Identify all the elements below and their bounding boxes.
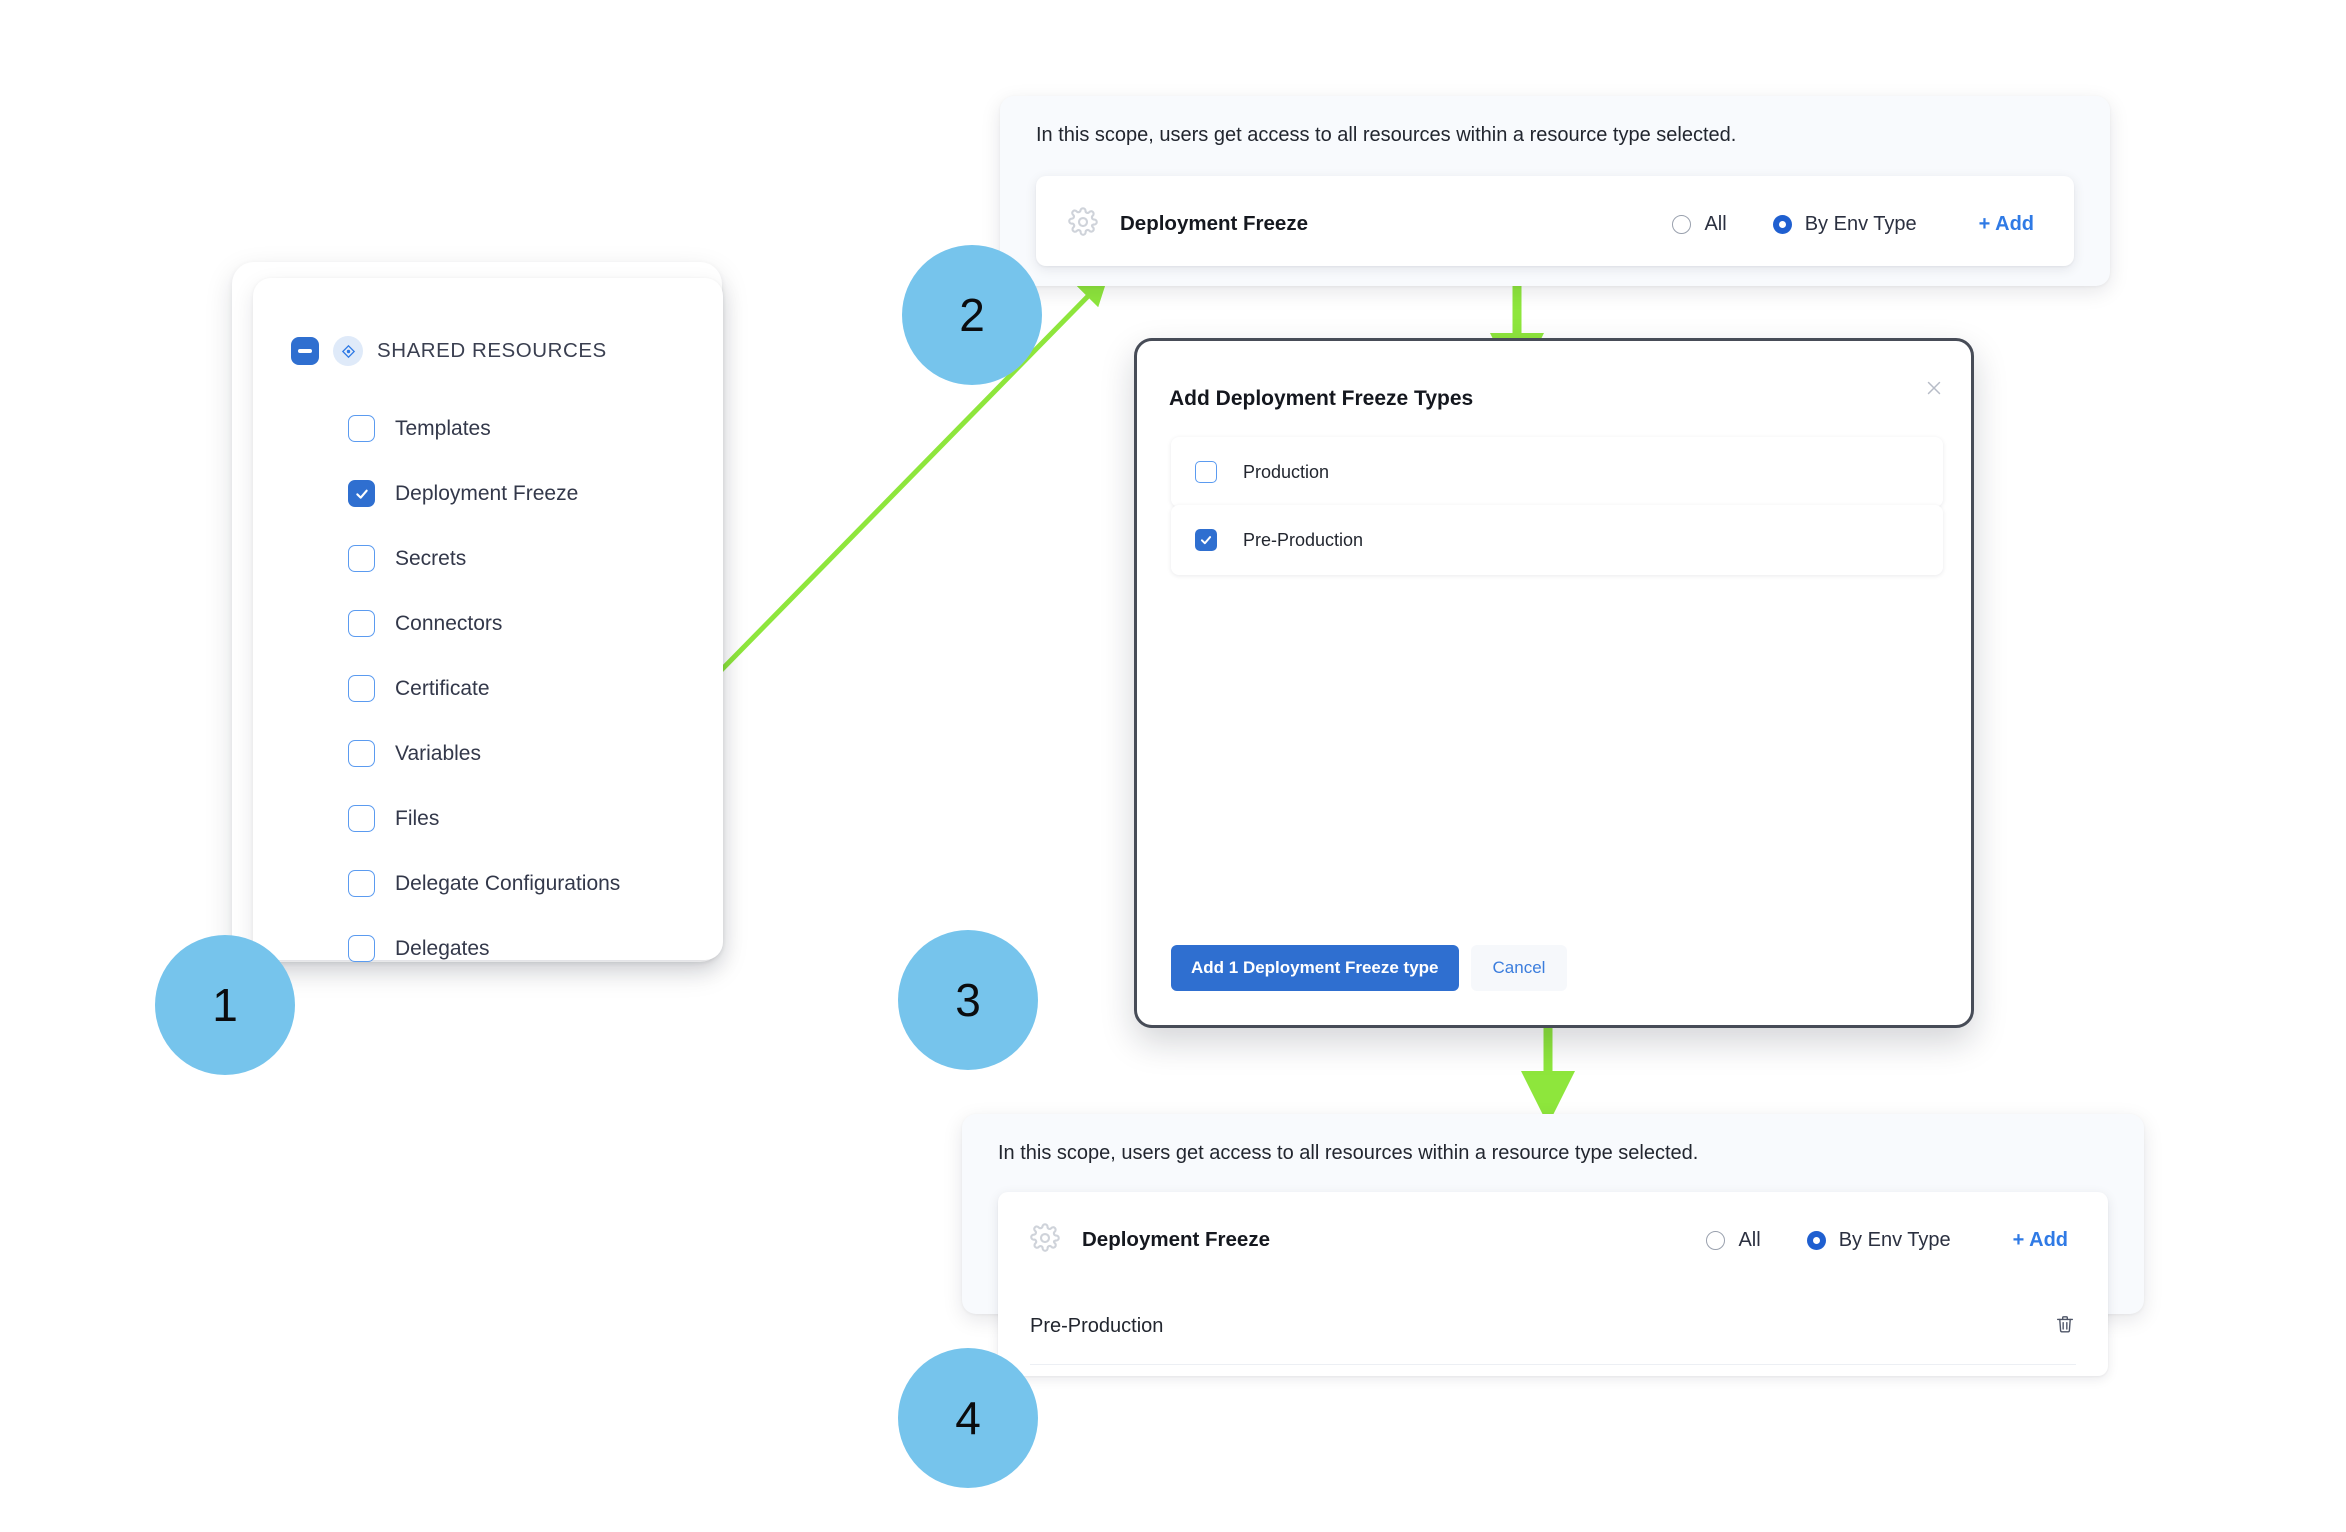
add-button[interactable]: + Add — [1978, 212, 2034, 235]
radio-option-all[interactable]: All — [1672, 212, 1727, 236]
add-deployment-freeze-type-button[interactable]: Add 1 Deployment Freeze type — [1171, 945, 1459, 991]
radio-all-icon[interactable] — [1706, 1230, 1726, 1250]
resource-item-delegates[interactable]: Delegates — [253, 916, 723, 981]
scope-controls: All By Env Type + Add — [1660, 1229, 2068, 1252]
gear-icon — [1030, 1222, 1060, 1258]
step-badge-4: 4 — [898, 1348, 1038, 1488]
scope-resource-row: Deployment Freeze All By Env Type + Add — [998, 1192, 2108, 1288]
step-badge-2: 2 — [902, 245, 1042, 385]
resource-label: Delegates — [395, 936, 490, 960]
checkbox-production[interactable] — [1195, 461, 1217, 483]
shared-resources-header[interactable]: SHARED RESOURCES — [291, 336, 607, 366]
scope-resource-card: Deployment Freeze All By Env Type + Add … — [998, 1192, 2108, 1376]
selected-env-type-label: Pre-Production — [1030, 1314, 1164, 1337]
resource-type-list: Templates Deployment Freeze Secrets Conn… — [253, 396, 723, 981]
scope-controls: All By Env Type + Add — [1626, 213, 2034, 236]
scope-resource-row: Deployment Freeze All By Env Type + Add — [1036, 176, 2074, 272]
trash-icon[interactable] — [2054, 1312, 2076, 1341]
radio-option-by-env-type[interactable]: By Env Type — [1806, 1228, 1951, 1252]
gear-icon — [1068, 206, 1098, 242]
checkbox-connectors[interactable] — [348, 610, 375, 637]
checkbox-delegate-configurations[interactable] — [348, 870, 375, 897]
checkbox-certificate[interactable] — [348, 675, 375, 702]
modal-title: Add Deployment Freeze Types — [1169, 387, 1474, 410]
radio-by-env-type-icon[interactable] — [1806, 1230, 1826, 1250]
scope-note: In this scope, users get access to all r… — [998, 1142, 1699, 1164]
shared-resources-panel: SHARED RESOURCES Templates Deployment Fr… — [253, 278, 723, 962]
radio-all-icon[interactable] — [1672, 214, 1692, 234]
modal-option-label: Pre-Production — [1243, 529, 1364, 550]
step-badge-3: 3 — [898, 930, 1038, 1070]
radio-by-env-type-label: By Env Type — [1804, 212, 1917, 235]
selected-env-type-row: Pre-Production — [1030, 1288, 2076, 1365]
resource-label: Secrets — [395, 546, 467, 570]
resource-label: Variables — [395, 741, 481, 765]
close-icon[interactable] — [1923, 377, 1945, 404]
resource-label: Templates — [395, 416, 491, 440]
checkbox-delegates[interactable] — [348, 935, 375, 962]
resource-label: Files — [395, 806, 440, 830]
resource-label: Delegate Configurations — [395, 871, 621, 895]
resource-item-delegate-configurations[interactable]: Delegate Configurations — [253, 851, 723, 916]
scope-panel-before: In this scope, users get access to all r… — [1000, 96, 2110, 286]
resource-item-files[interactable]: Files — [253, 786, 723, 851]
modal-option-production[interactable]: Production — [1171, 437, 1943, 507]
scope-resource-card: Deployment Freeze All By Env Type + Add — [1036, 176, 2074, 266]
radio-all-label: All — [1704, 212, 1727, 235]
resource-item-connectors[interactable]: Connectors — [253, 591, 723, 656]
modal-footer: Add 1 Deployment Freeze type Cancel — [1171, 945, 1568, 991]
modal-option-pre-production[interactable]: Pre-Production — [1171, 505, 1943, 575]
checkbox-pre-production[interactable] — [1195, 529, 1217, 551]
cancel-button[interactable]: Cancel — [1470, 945, 1568, 991]
step-badge-1: 1 — [155, 935, 295, 1075]
checkbox-variables[interactable] — [348, 740, 375, 767]
resource-item-variables[interactable]: Variables — [253, 721, 723, 786]
resource-label: Deployment Freeze — [395, 481, 579, 505]
checkbox-deployment-freeze[interactable] — [348, 480, 375, 507]
radio-by-env-type-icon[interactable] — [1772, 214, 1792, 234]
radio-by-env-type-label: By Env Type — [1838, 1228, 1951, 1251]
modal-option-label: Production — [1243, 461, 1330, 482]
resource-item-templates[interactable]: Templates — [253, 396, 723, 461]
resource-item-secrets[interactable]: Secrets — [253, 526, 723, 591]
radio-option-by-env-type[interactable]: By Env Type — [1772, 212, 1917, 236]
arrow-step2 — [688, 275, 1109, 704]
radio-all-label: All — [1738, 1228, 1761, 1251]
checkbox-secrets[interactable] — [348, 545, 375, 572]
add-deployment-freeze-types-modal: Add Deployment Freeze Types Production P… — [1134, 338, 1974, 1028]
scope-note: In this scope, users get access to all r… — [1036, 124, 1737, 146]
shared-resources-icon — [333, 336, 363, 366]
resource-label: Certificate — [395, 676, 490, 700]
scope-resource-name: Deployment Freeze — [1120, 212, 1308, 235]
add-button[interactable]: + Add — [2012, 1228, 2068, 1251]
resource-item-certificate[interactable]: Certificate — [253, 656, 723, 721]
shared-resources-checkbox[interactable] — [291, 337, 319, 365]
checkbox-files[interactable] — [348, 805, 375, 832]
scope-resource-name: Deployment Freeze — [1082, 1228, 1270, 1251]
scope-panel-after: In this scope, users get access to all r… — [962, 1114, 2144, 1376]
resource-label: Connectors — [395, 611, 503, 635]
shared-resources-title: SHARED RESOURCES — [377, 339, 607, 362]
resource-item-deployment-freeze[interactable]: Deployment Freeze — [253, 461, 723, 526]
checkbox-templates[interactable] — [348, 415, 375, 442]
indeterminate-dash-icon — [298, 349, 312, 353]
radio-option-all[interactable]: All — [1706, 1228, 1761, 1252]
